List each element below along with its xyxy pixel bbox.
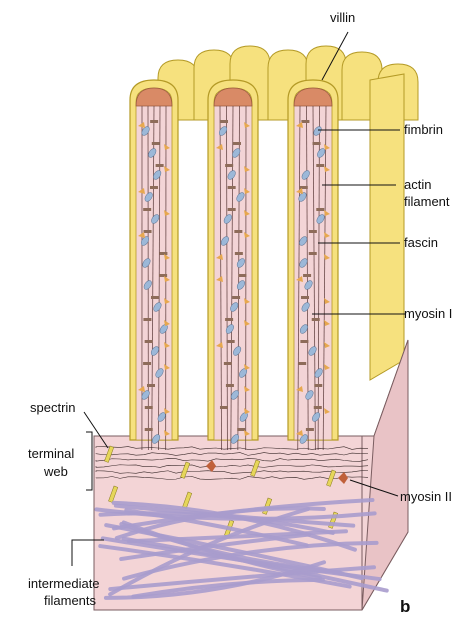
fimbrin-crosslink: [152, 142, 160, 145]
fimbrin-crosslink: [314, 406, 322, 409]
fimbrin-crosslink: [145, 428, 153, 431]
fimbrin-crosslink: [314, 384, 322, 387]
label-actin-filament-1: actin: [404, 177, 431, 192]
fimbrin-crosslink: [309, 252, 317, 255]
label-terminal-web-1: terminal: [28, 446, 74, 461]
label-spectrin: spectrin: [30, 400, 76, 415]
label-intermediate-filaments-1: intermediate: [28, 576, 100, 591]
label-myosin-2: myosin II: [400, 489, 452, 504]
background-microvillus-side: [370, 74, 404, 380]
fimbrin-crosslink: [301, 296, 309, 299]
fimbrin-crosslink: [159, 252, 167, 255]
fimbrin-crosslink: [224, 362, 232, 365]
fimbrin-crosslink: [159, 274, 167, 277]
label-terminal-web-2: web: [43, 464, 68, 479]
fimbrin-crosslink: [316, 208, 324, 211]
terminal-web-bracket: [86, 432, 92, 490]
fimbrin-crosslink: [150, 186, 158, 189]
label-myosin-1: myosin I: [404, 306, 452, 321]
fimbrin-crosslink: [235, 252, 243, 255]
fimbrin-crosslink: [303, 274, 311, 277]
fimbrin-crosslink: [226, 384, 234, 387]
fimbrin-crosslink: [145, 340, 153, 343]
fimbrin-crosslink: [301, 120, 309, 123]
fimbrin-crosslink: [225, 164, 233, 167]
fimbrin-crosslink: [220, 406, 228, 409]
fimbrin-crosslink: [234, 230, 242, 233]
fimbrin-crosslink: [151, 296, 159, 299]
fimbrin-crosslink: [156, 164, 164, 167]
fimbrin-crosslink: [238, 274, 246, 277]
fimbrin-crosslink: [309, 230, 317, 233]
label-intermediate-filaments-2: filaments: [44, 593, 97, 608]
panel-letter: b: [400, 597, 410, 616]
fimbrin-crosslink: [300, 340, 308, 343]
fimbrin-crosslink: [143, 208, 151, 211]
fimbrin-crosslink: [147, 384, 155, 387]
fimbrin-crosslink: [237, 428, 245, 431]
fimbrin-crosslink: [143, 362, 151, 365]
fimbrin-crosslink: [143, 318, 151, 321]
microvilli-illustration: [94, 46, 418, 610]
label-fimbrin: fimbrin: [404, 122, 443, 137]
label-fascin: fascin: [404, 235, 438, 250]
fimbrin-crosslink: [313, 142, 321, 145]
fimbrin-crosslink: [316, 164, 324, 167]
label-actin-filament-2: filament: [404, 194, 450, 209]
fimbrin-crosslink: [150, 120, 158, 123]
fimbrin-crosslink: [306, 428, 314, 431]
fimbrin-crosslink: [228, 208, 236, 211]
fimbrin-crosslink: [220, 120, 228, 123]
fimbrin-crosslink: [232, 296, 240, 299]
fimbrin-crosslink: [227, 340, 235, 343]
fimbrin-crosslink: [233, 142, 241, 145]
label-villin: villin: [330, 10, 355, 25]
fimbrin-crosslink: [145, 406, 153, 409]
fimbrin-crosslink: [298, 362, 306, 365]
fimbrin-crosslink: [225, 318, 233, 321]
fimbrin-crosslink: [144, 230, 152, 233]
fimbrin-crosslink: [300, 186, 308, 189]
fimbrin-crosslink: [228, 186, 236, 189]
fimbrin-crosslink: [312, 318, 320, 321]
